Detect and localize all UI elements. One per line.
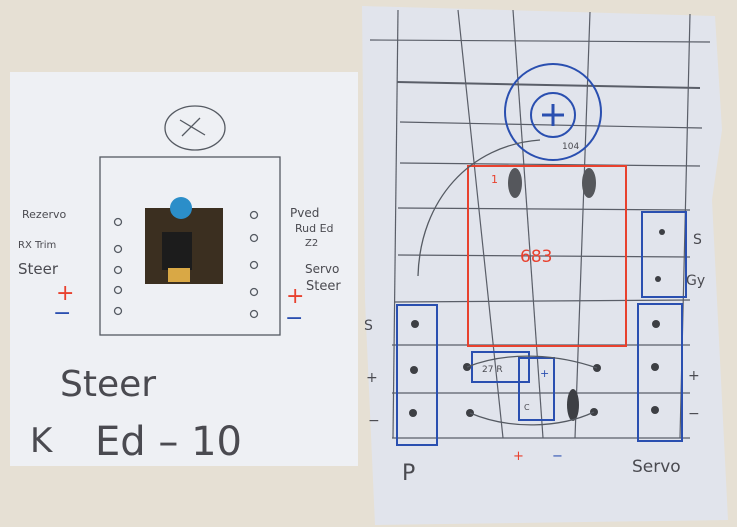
label-rud-ed: Rud Ed <box>295 222 334 235</box>
label-plus-right: + <box>688 368 700 384</box>
pin-holes-left <box>113 217 123 316</box>
chip-label: 683 <box>520 247 552 267</box>
board-outline <box>99 156 281 336</box>
ic-chip <box>162 232 192 270</box>
pin-one-label: 1 <box>491 173 498 186</box>
cap-c-label: C <box>524 403 530 412</box>
cap-plus-label: + <box>540 367 549 380</box>
pin-holes-right <box>249 210 259 319</box>
power-connector-outline <box>396 304 438 446</box>
title-steer: Steer <box>60 364 156 405</box>
cap-104-label: 104 <box>562 142 579 152</box>
footer-servo: Servo <box>632 457 681 477</box>
title-ed-10: Ed – 10 <box>95 419 242 465</box>
label-s-top: S <box>693 232 702 248</box>
capacitor <box>168 268 190 282</box>
bottom-minus: − <box>552 449 563 464</box>
resistor-label: 27 R <box>482 365 503 375</box>
trimmer-symbol-icon <box>164 105 226 151</box>
trimmer-potentiometer <box>170 197 192 219</box>
footer-p: P <box>402 461 415 486</box>
ic-outline <box>467 165 627 347</box>
label-gy: Gy <box>686 273 705 289</box>
label-plus-left: + <box>366 370 378 386</box>
right-card: 104 1 683 27 R + C S Gy S + − + − + − P … <box>362 6 728 525</box>
title-k: K <box>30 421 54 461</box>
bottom-plus: + <box>513 449 524 464</box>
label-minus-right: − <box>688 406 700 422</box>
label-rezervo: Rezervo <box>22 208 66 221</box>
left-card: Rezervo RX Trim Steer Pved Rud Ed Z2 Ser… <box>10 72 358 466</box>
label-pved: Pved <box>290 206 319 220</box>
plus-left: + <box>56 281 74 306</box>
label-servo: Servo <box>305 262 339 276</box>
label-minus-left: − <box>368 413 380 429</box>
minus-right: − <box>285 306 303 331</box>
label-z2: Z2 <box>305 238 318 249</box>
minus-left: − <box>53 301 71 326</box>
label-rx-trim: RX Trim <box>18 240 56 251</box>
pcb-module <box>145 197 223 284</box>
trimmer-circle-icon <box>504 63 602 161</box>
plus-right: + <box>286 284 304 309</box>
label-steer-left: Steer <box>18 260 59 278</box>
servo-connector-outline <box>637 303 683 442</box>
label-s-left: S <box>364 318 373 334</box>
label-steer-right: Steer <box>306 279 341 294</box>
